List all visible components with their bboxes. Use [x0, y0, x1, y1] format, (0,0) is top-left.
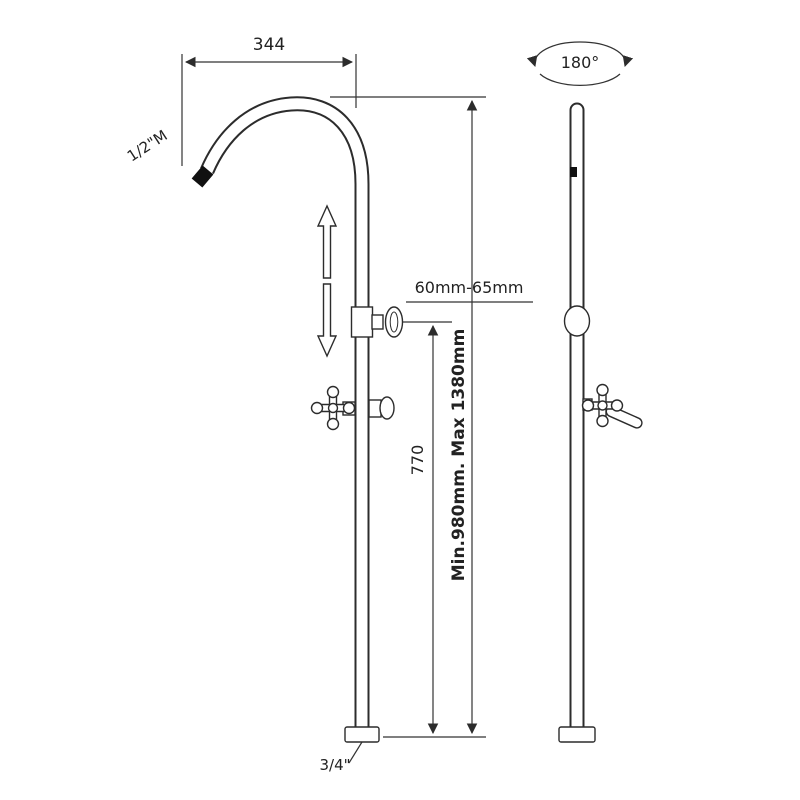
inlet-notch	[570, 167, 577, 177]
hand-screw-knob	[384, 306, 404, 338]
base-flange-side	[558, 726, 596, 743]
knob-stem	[371, 314, 384, 330]
total-height-label: Min.980mm. Max 1380mm	[449, 329, 469, 582]
slide-down-arrow-icon	[316, 283, 338, 358]
rotation-arrow-left	[526, 41, 581, 68]
base-thread-label: 3/4"	[319, 756, 350, 774]
clamp-range-label: 60mm-65mm	[415, 278, 524, 297]
base-flange-front	[344, 726, 380, 743]
rotation-angle-label: 180°	[561, 53, 600, 72]
rotation-arc-bottom	[539, 73, 621, 86]
cross-handle-lobe-side	[596, 414, 609, 428]
cross-handle-lobe-side	[581, 399, 595, 412]
slide-up-arrow-icon	[316, 204, 338, 279]
cross-handle-lobe-side	[610, 399, 624, 412]
riser-height-label: 770	[408, 445, 427, 476]
diverter-outlet	[379, 396, 395, 420]
slider-sleeve	[350, 306, 374, 338]
spout-width-label: 344	[253, 35, 285, 55]
gooseneck-riser-outline	[200, 96, 370, 734]
cross-handle-lobe	[342, 401, 356, 415]
cross-handle-lobe	[326, 417, 340, 431]
rotation-arrow-right	[579, 41, 634, 68]
gooseneck-riser-fill	[201, 98, 368, 734]
cross-handle-lobe	[310, 401, 324, 415]
labels: 344 1/2"M 60mm-65mm 770 Min.980mm. Max 1…	[124, 35, 599, 774]
base-thread-leader	[348, 741, 363, 764]
spout-tip	[191, 165, 214, 188]
rotation-label-backing	[553, 51, 607, 72]
side-view	[526, 41, 643, 743]
dimension-lines	[181, 54, 533, 764]
front-view	[191, 96, 404, 743]
inlet-thread-label: 1/2"M	[124, 126, 171, 165]
slider-ring-side	[563, 305, 591, 337]
rotation-symbol	[526, 41, 634, 86]
cross-handle-lobe-side	[596, 383, 609, 397]
diverter-body	[368, 399, 382, 418]
hand-screw-knob-detail	[389, 311, 399, 333]
cross-handle-lobe	[326, 385, 340, 399]
cross-handle-hub-side	[597, 400, 608, 411]
cross-handle-hub	[327, 402, 339, 414]
